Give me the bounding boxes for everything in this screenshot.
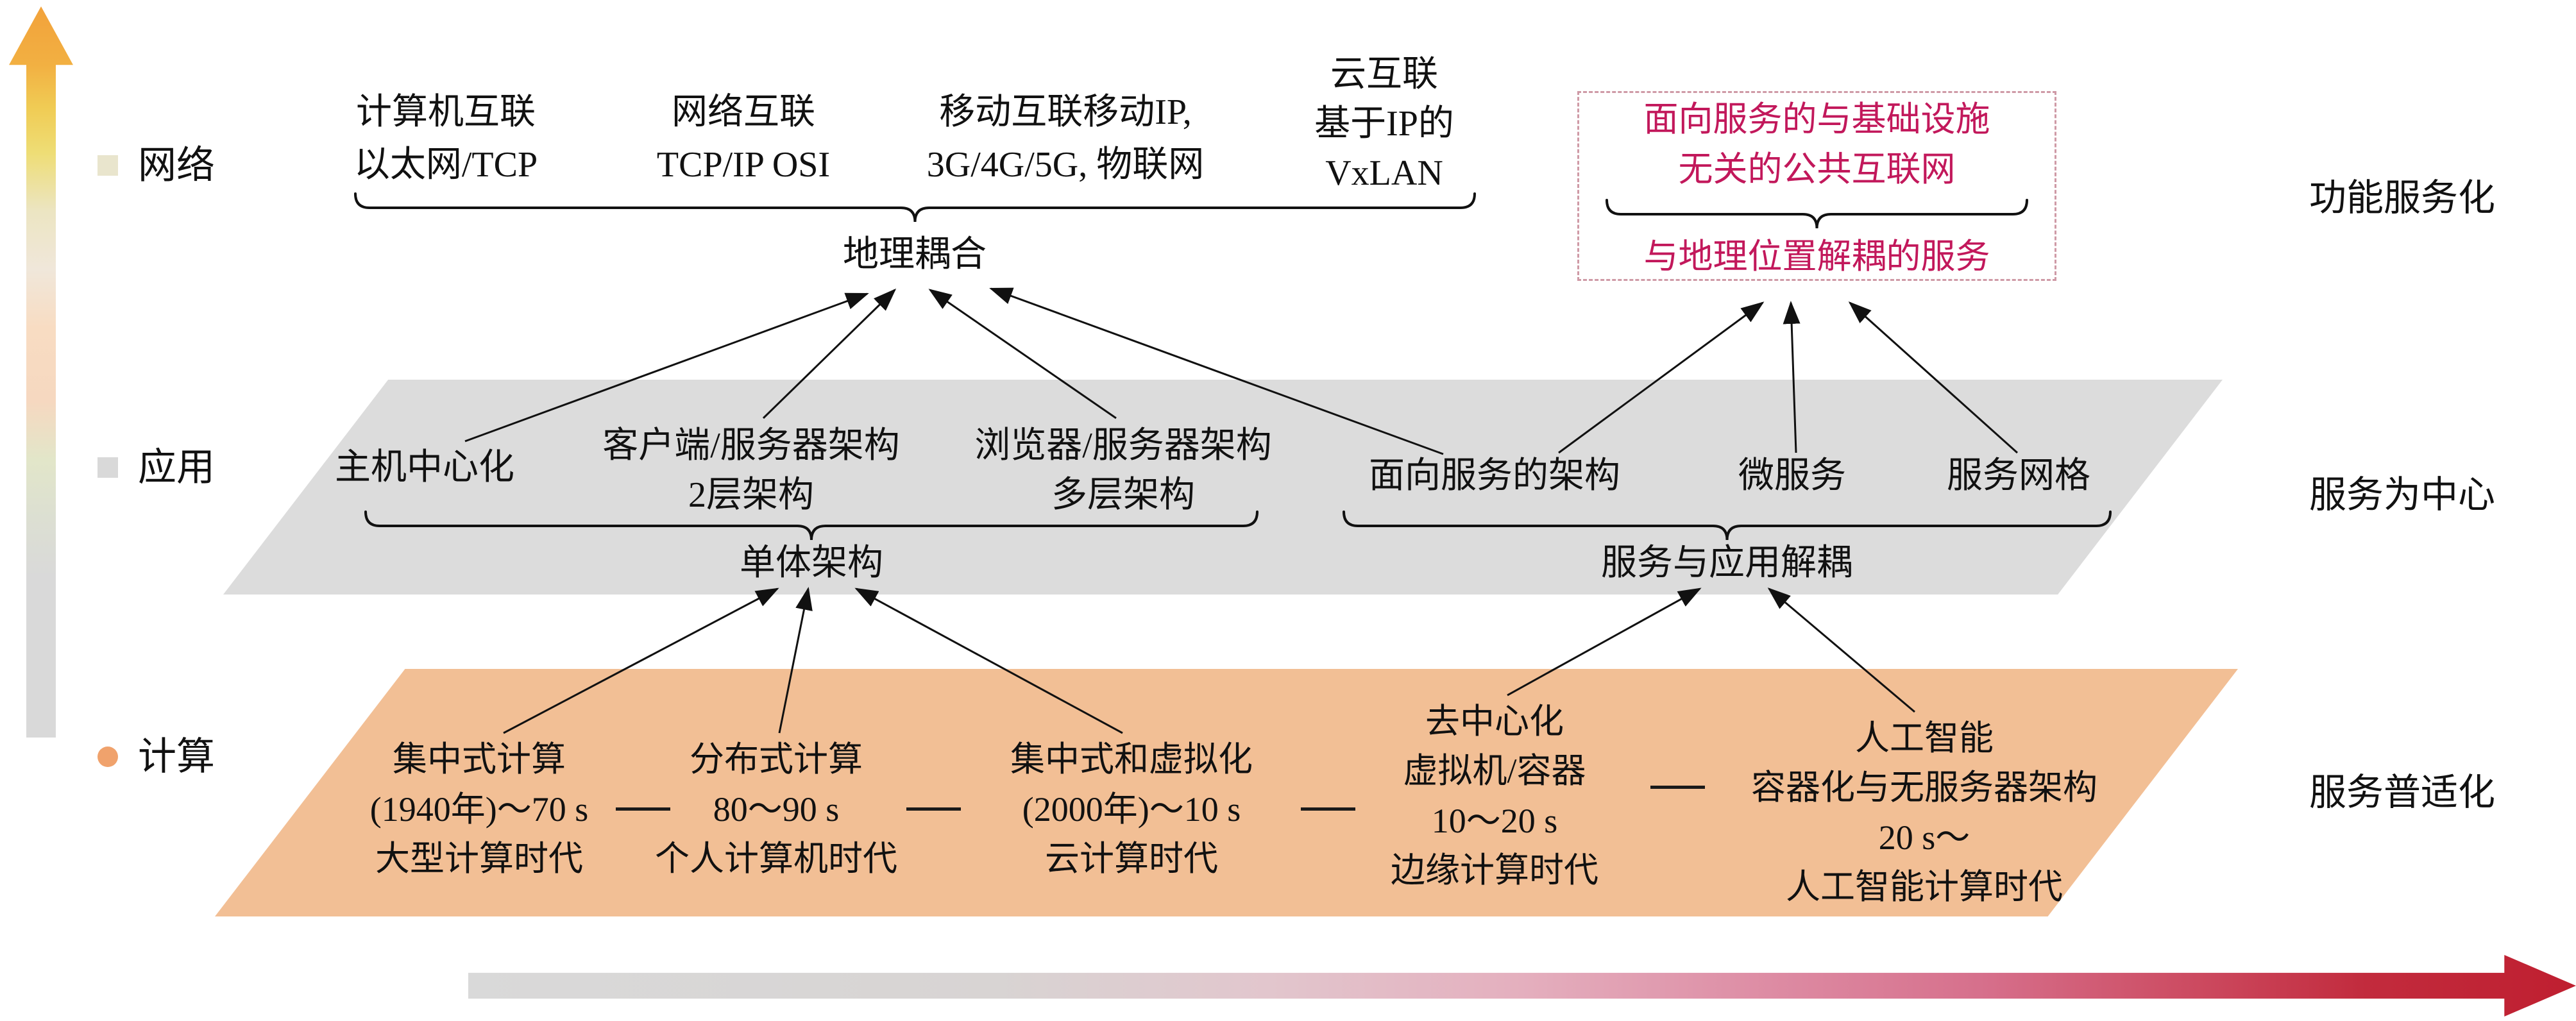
era-3-line-3: 云计算时代 — [1045, 840, 1218, 878]
row-label-network: 网络 — [138, 144, 215, 187]
app-item-soa: 面向服务的架构 — [1369, 456, 1620, 496]
side-label-service-ubiquity: 服务普适化 — [2309, 772, 2496, 813]
app-item-multi-tier: 多层架构 — [1051, 475, 1195, 515]
network-item-4-line-1: 云互联 — [1330, 55, 1438, 94]
era-1-line-1: 集中式计算 — [393, 740, 566, 779]
era-connector-dash — [1301, 807, 1355, 811]
era-1-line-3: 大型计算时代 — [375, 840, 583, 878]
side-label-service-centric: 服务为中心 — [2309, 474, 2496, 516]
era-connector-dash — [906, 807, 961, 811]
app-item-two-tier: 2层架构 — [688, 475, 814, 515]
service-box-line-2: 无关的公共互联网 — [1678, 150, 1956, 189]
era-3-line-2: (2000年)～10 s — [1022, 790, 1241, 829]
era-2-line-3: 个人计算机时代 — [655, 840, 897, 878]
network-item-1-line-1: 计算机互联 — [356, 92, 536, 132]
app-item-host-centric: 主机中心化 — [335, 448, 514, 487]
app-item-microservices: 微服务 — [1738, 456, 1846, 496]
era-connector-dash — [616, 807, 670, 811]
side-label-function-servitization: 功能服务化 — [2309, 177, 2496, 219]
era-4-line-1: 去中心化 — [1425, 702, 1564, 741]
app-item-service-mesh: 服务网格 — [1947, 456, 2090, 496]
service-decoupling-box: 面向服务的与基础设施 无关的公共互联网 与地理位置解耦的服务 — [1577, 91, 2056, 281]
network-item-4-line-3: VxLAN — [1325, 153, 1443, 193]
service-box-line-1: 面向服务的与基础设施 — [1643, 100, 1990, 139]
era-2-line-1: 分布式计算 — [690, 740, 863, 779]
era-1-line-2: (1940年)～70 s — [369, 790, 589, 829]
era-4-line-2: 虚拟机/容器 — [1403, 752, 1586, 790]
era-4-line-3: 10～20 s — [1431, 802, 1558, 840]
network-item-2-line-2: TCP/IP OSI — [656, 145, 831, 185]
era-5-line-3: 20 s～ — [1878, 818, 1970, 857]
era-5-line-1: 人工智能 — [1855, 719, 1994, 757]
network-item-3-line-1: 移动互联移动IP, — [939, 92, 1192, 132]
era-5-line-4: 人工智能计算时代 — [1786, 868, 2063, 906]
network-item-4-line-2: 基于IP的 — [1314, 104, 1454, 144]
app-item-browser-server: 浏览器/服务器架构 — [974, 426, 1272, 466]
era-5-line-2: 容器化与无服务器架构 — [1751, 768, 2097, 807]
application-bullet-icon — [97, 457, 118, 478]
era-2-line-2: 80～90 s — [713, 790, 840, 829]
network-item-3-line-2: 3G/4G/5G, 物联网 — [926, 145, 1205, 185]
era-connector-dash — [1650, 786, 1705, 789]
row-label-application: 应用 — [138, 446, 215, 489]
monolith-label: 单体架构 — [740, 543, 883, 583]
network-item-1-line-2: 以太网/TCP — [353, 145, 538, 185]
computing-bullet-icon — [97, 747, 118, 767]
service-box-line-3: 与地理位置解耦的服务 — [1643, 237, 1990, 276]
service-app-decoupling-label: 服务与应用解耦 — [1601, 543, 1852, 583]
era-4-line-4: 边缘计算时代 — [1391, 851, 1598, 890]
network-item-2-line-1: 网络互联 — [672, 92, 815, 132]
app-item-client-server: 客户端/服务器架构 — [602, 426, 900, 466]
row-label-computing: 计算 — [138, 736, 215, 778]
network-bullet-icon — [97, 155, 118, 176]
geographic-coupling-label: 地理耦合 — [843, 235, 987, 274]
era-3-line-1: 集中式和虚拟化 — [1010, 740, 1253, 779]
